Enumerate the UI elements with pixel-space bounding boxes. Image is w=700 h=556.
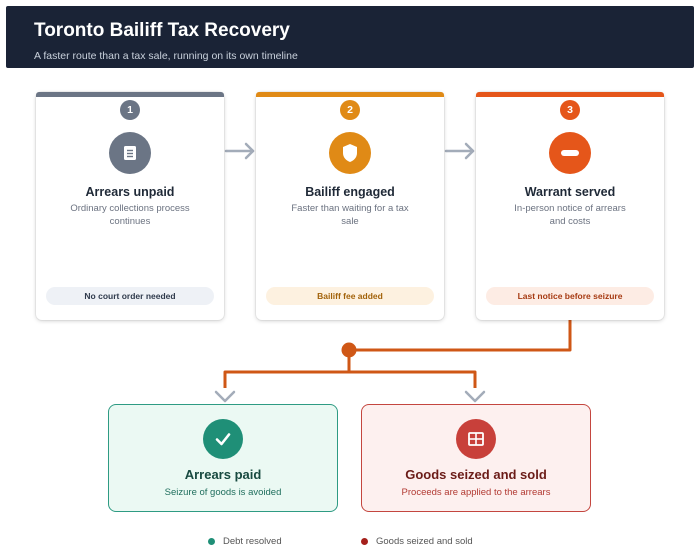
step-tag: No court order needed — [46, 287, 214, 305]
outcome-title: Arrears paid — [184, 467, 262, 482]
step-top-bar — [476, 92, 664, 97]
step-number-badge: 2 — [340, 100, 360, 120]
legend-dot — [208, 538, 215, 545]
step-tag: Last notice before seizure — [486, 287, 654, 305]
step-description: Faster than waiting for a tax sale — [291, 203, 409, 227]
checkmark-icon — [203, 419, 243, 459]
step-arrow-1-2 — [224, 142, 255, 160]
outcome-arrowheads — [214, 390, 486, 403]
step-arrow-2-3 — [444, 142, 475, 160]
outcome-card-arrears-paid: Arrears paid Seizure of goods is avoided — [108, 404, 338, 512]
branch-node — [341, 342, 357, 358]
step-card-warrant-served: 3 Warrant served In-person notice of arr… — [476, 92, 664, 320]
step-tag: Bailiff fee added — [266, 287, 434, 305]
step-title: Bailiff engaged — [305, 185, 395, 199]
step-top-bar — [36, 92, 224, 97]
legend-item-goods-seized: Goods seized and sold — [361, 536, 473, 547]
step-title: Warrant served — [524, 185, 616, 199]
step-top-bar — [256, 92, 444, 97]
step-title: Arrears unpaid — [85, 185, 175, 199]
legend-label: Debt resolved — [223, 536, 282, 547]
grid-icon — [456, 419, 496, 459]
legend-item-debt-resolved: Debt resolved — [208, 536, 282, 547]
shield-icon — [329, 132, 371, 174]
step-description: In-person notice of arrears and costs — [514, 203, 626, 227]
legend-label: Goods seized and sold — [376, 536, 473, 547]
page-subtitle: A faster route than a tax sale, running … — [34, 50, 298, 62]
step-number-badge: 1 — [120, 100, 140, 120]
outcome-title: Goods seized and sold — [405, 467, 547, 482]
document-icon — [109, 132, 151, 174]
step-number-badge: 3 — [560, 100, 580, 120]
legend-dot — [361, 538, 368, 545]
step-card-arrears-unpaid: 1 Arrears unpaid Ordinary collections pr… — [36, 92, 224, 320]
page-title: Toronto Bailiff Tax Recovery — [34, 20, 290, 41]
minus-badge-icon — [549, 132, 591, 174]
step-card-bailiff-engaged: 2 Bailiff engaged Faster than waiting fo… — [256, 92, 444, 320]
outcome-description: Proceeds are applied to the arrears — [401, 487, 551, 498]
step-description: Ordinary collections process continues — [70, 203, 190, 227]
branch-connector — [223, 320, 572, 388]
header-banner: Toronto Bailiff Tax Recovery A faster ro… — [6, 6, 694, 68]
outcome-card-goods-seized: Goods seized and sold Proceeds are appli… — [361, 404, 591, 512]
outcome-description: Seizure of goods is avoided — [164, 487, 282, 498]
